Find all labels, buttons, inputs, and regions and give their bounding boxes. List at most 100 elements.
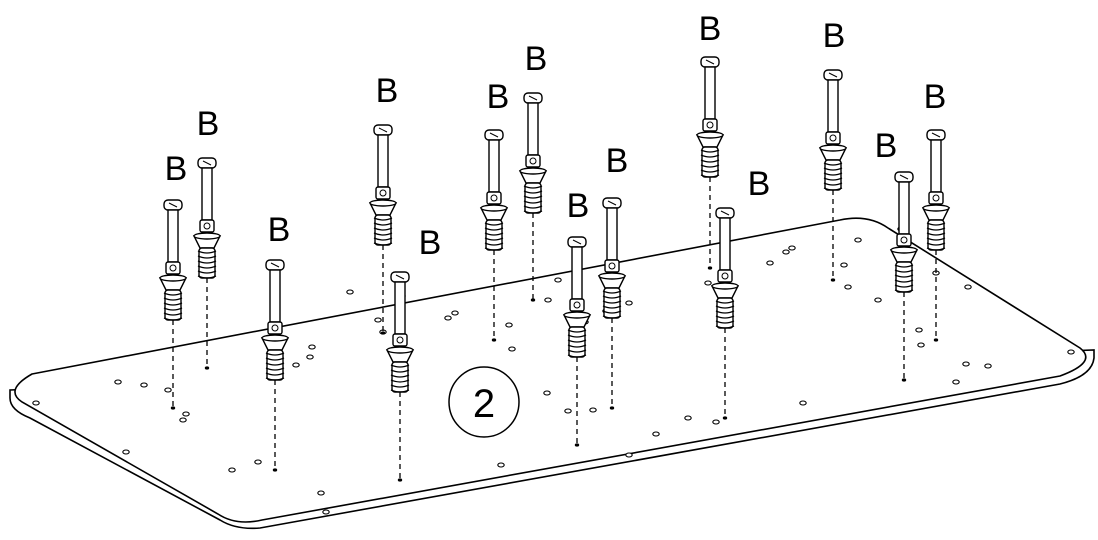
bolt-flange-top [696,131,724,139]
bolt-thread-ridge [390,364,410,368]
bolt-shaft [827,79,839,133]
panel-hole [625,452,633,458]
bolt-thread-ridge [567,334,587,338]
panel-hole [317,490,325,496]
panel-hole [917,342,925,348]
bolt-thread-ridge [197,260,217,264]
bolt-flange-top [819,144,847,152]
guide-endpoint [707,266,713,270]
bolt-collar-hole [573,301,581,309]
part-label: B [875,127,898,165]
bolt-thread-ridge [197,270,217,274]
bolt-thread-ridge [602,310,622,314]
bolt-thread-ridge [567,349,587,353]
panel-holes [32,226,1075,515]
bolt-flange-top [519,167,547,175]
panel-hole [228,467,236,473]
part-label: B [525,40,548,78]
bolt-collar-hole [608,262,616,270]
panel-hole [782,249,790,255]
panel-hole [374,317,382,323]
bolt-head-slot [931,132,941,138]
bolt-thread-ridge [567,339,587,343]
bolt-thread-ridge [715,315,735,319]
bolt-thread-ridge [373,242,393,246]
panel-hole [874,297,882,303]
guide-endpoint [491,338,497,342]
bolt-collar-hole [271,324,279,332]
bolt-thread-ridge [265,372,285,376]
bolt-shaft [527,102,539,156]
bolt-flange-top [193,232,221,240]
bolt-head-slot [607,200,617,206]
guide-endpoint [397,478,403,482]
bolt-collar-hole [829,134,837,142]
bolt-thread-ridge [894,289,914,293]
bolt-thread-ridge [523,205,543,209]
panel-hole [564,408,572,414]
bolt-thread-ridge [823,167,843,171]
cam-bolt [710,207,740,420]
bolt-shaft [167,209,179,263]
bolt-head-slot [899,174,909,180]
part-label: B [268,211,291,249]
bolt-thread-ridge [197,265,217,269]
bolt-thread-ridge [894,264,914,268]
panel-hole [505,322,513,328]
part-label: B [567,187,590,225]
bolt-thread-ridge [163,297,183,301]
part-labels: B B B B B B B B B B B B B B [165,10,947,262]
panel-hole [712,419,720,425]
part-label: B [487,78,510,116]
cam-bolt [479,129,509,342]
part-label: B [823,17,846,55]
part-label: B [376,72,399,110]
panel-hole [766,260,774,266]
bolt-thread-ridge [390,379,410,383]
bolt-thread-ridge [567,344,587,348]
bolt-thread-ridge [894,279,914,283]
bolt-thread-ridge [390,384,410,388]
bolt-thread-ridge [163,317,183,321]
bolt-thread-ridge [163,302,183,306]
bolt-shaft [898,181,910,235]
part-label: B [419,224,442,262]
bolt-thread-ridge [484,237,504,241]
bolt-thread-ridge [700,169,720,173]
bolt-thread-ridge [700,174,720,178]
cam-bolt [695,56,725,270]
guide-endpoint [722,416,728,420]
panel-hole [346,289,354,295]
bolt-thread-ridge [926,247,946,251]
panel-hole [652,431,660,437]
bolt-collar-hole [379,189,387,197]
bolt-thread-ridge [373,227,393,231]
guide-endpoint [530,298,536,302]
bolt-thread-ridge [715,320,735,324]
panel-hole [292,362,300,368]
bolt-flange-top [563,311,591,319]
bolt-shaft [269,269,281,323]
step-indicator: 2 [448,366,520,438]
bolt-thread-ridge [265,357,285,361]
panel-hole [544,297,552,303]
bolt-thread-ridge [602,315,622,319]
bolt-thread-ridge [602,290,622,294]
bolt-thread-ridge [523,195,543,199]
guide-endpoint [830,278,836,282]
cam-bolt [192,157,222,370]
bolt-flange-top [261,334,289,342]
panel-hole [952,379,960,385]
panel-hole [854,237,862,243]
cam-bolt [385,271,415,482]
panel-hole [915,327,923,333]
bolt-shaft [377,134,389,188]
panel-hole [589,407,597,413]
panel-hole [704,280,712,286]
bolts [158,56,951,482]
tabletop-panel [9,217,1095,530]
bolt-thread-ridge [523,210,543,214]
bolt-thread-ridge [602,305,622,309]
bolt-thread-ridge [197,275,217,279]
panel-hole [114,379,122,385]
